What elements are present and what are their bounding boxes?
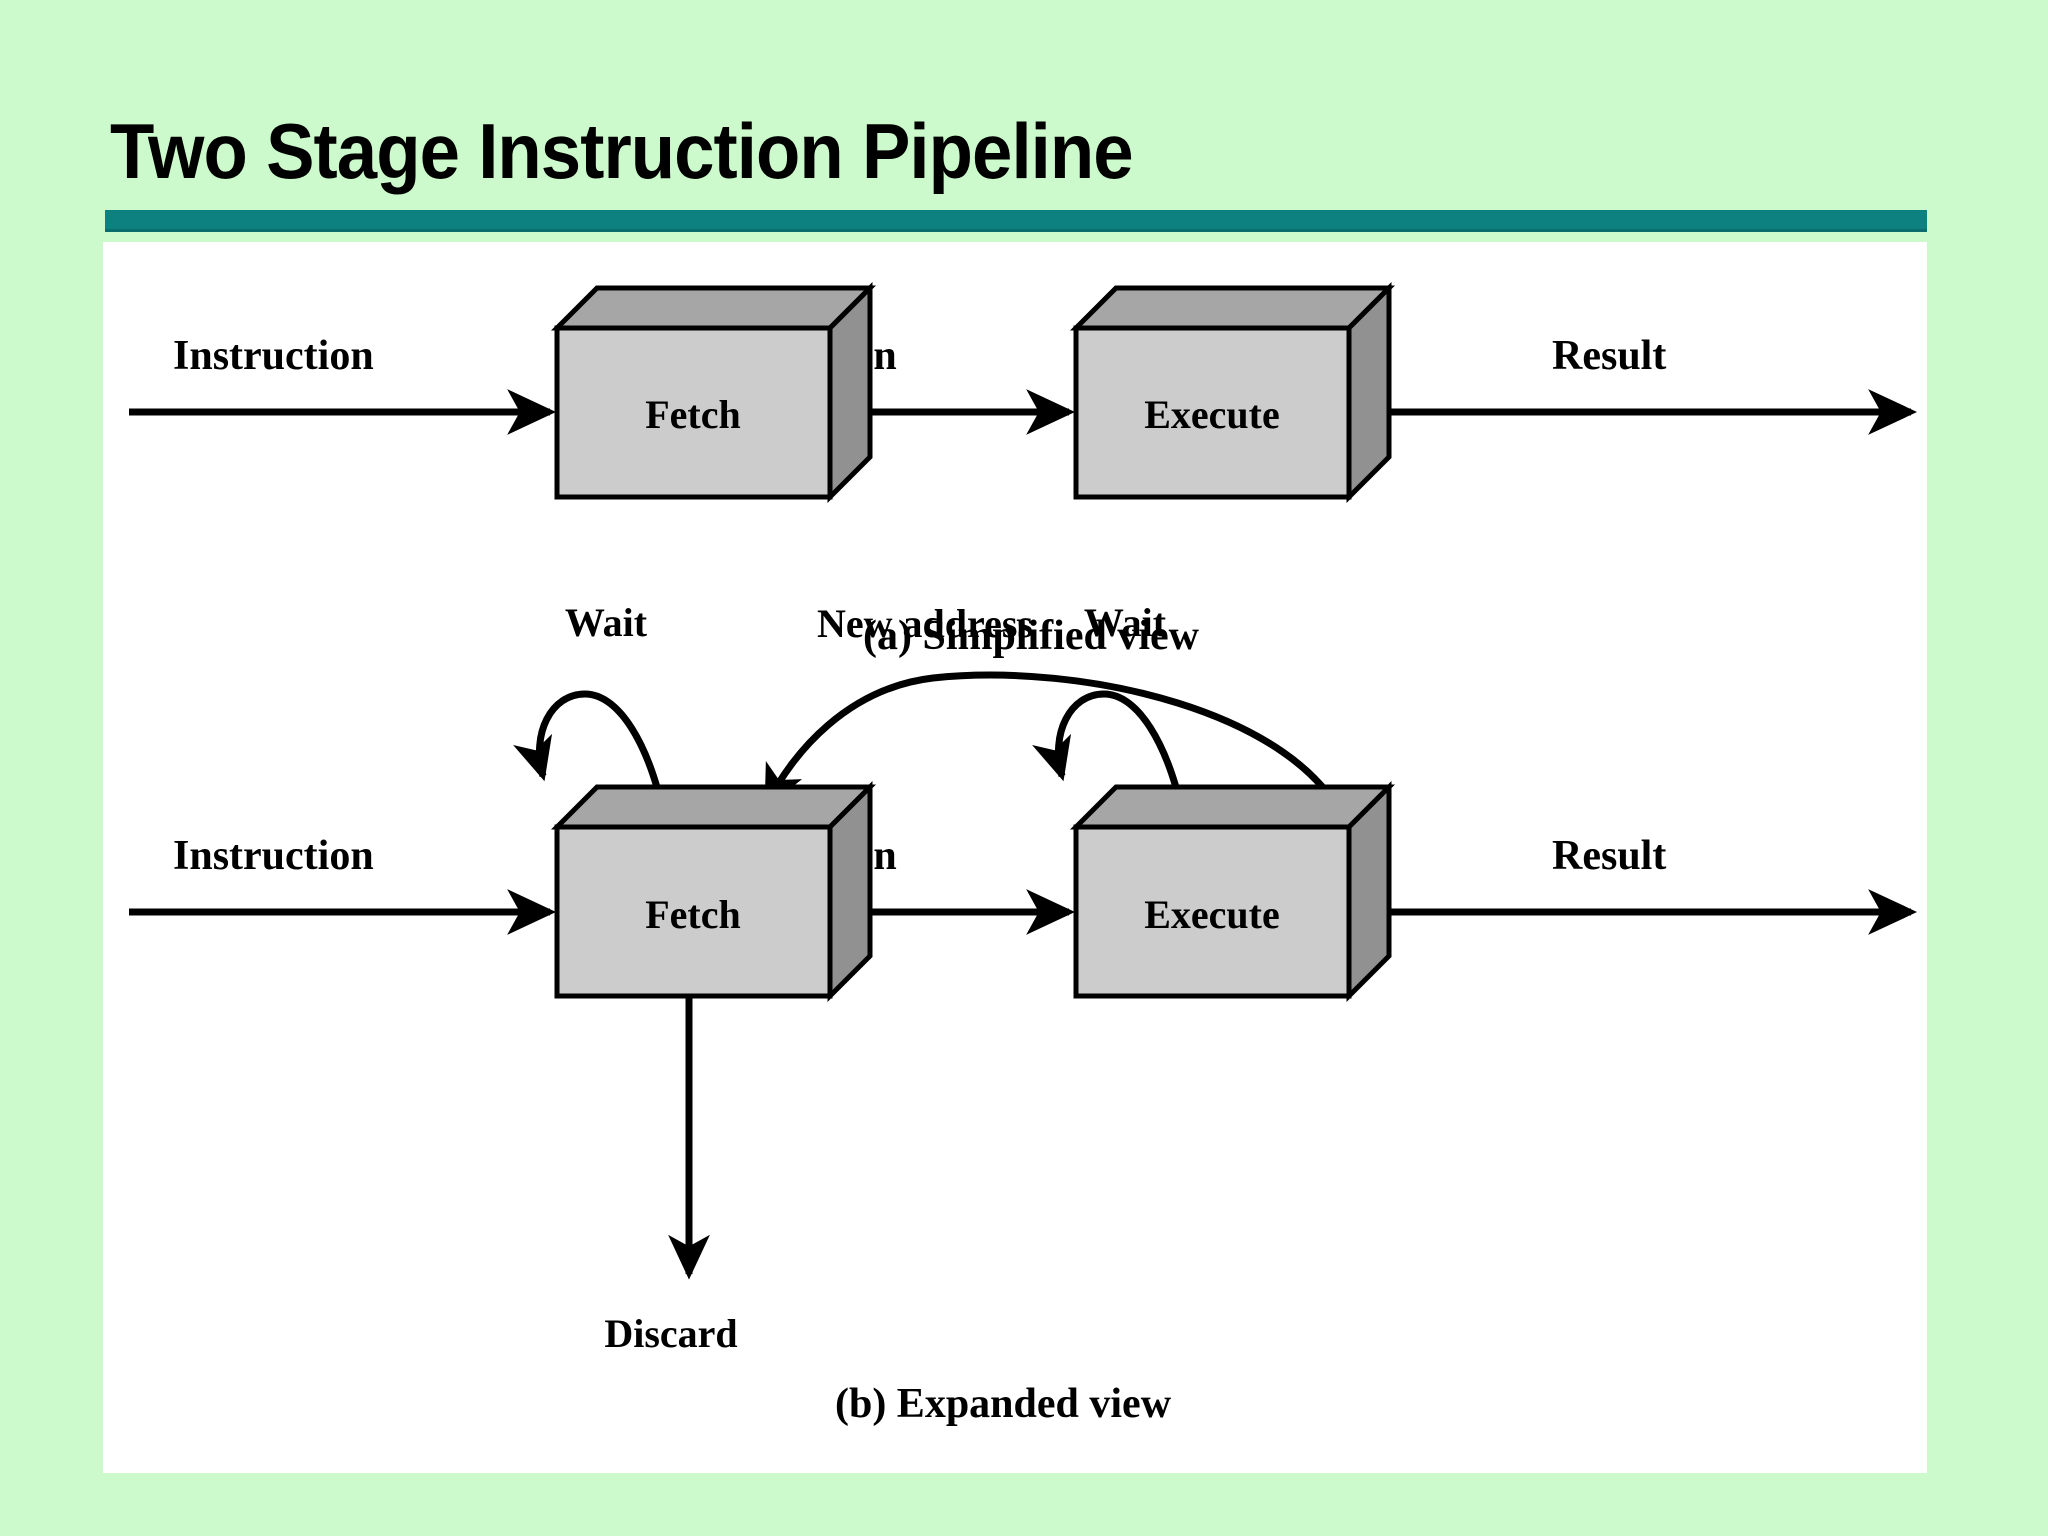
caption-simplified-view: (a) Simplified view xyxy=(863,613,1200,659)
self-loop-wait-execute xyxy=(1032,690,1188,821)
box-label-fetch-a: Fetch xyxy=(645,392,741,437)
pipeline-diagram: Instruction Instruction Result Fetch Exe… xyxy=(129,281,1918,1427)
loop-label-wait-execute: Wait xyxy=(1084,600,1167,645)
process-box-fetch-b: Fetch xyxy=(550,780,877,1003)
flow-label-result-b: Result xyxy=(1552,833,1666,879)
page-title: Two Stage Instruction Pipeline xyxy=(110,107,1134,195)
box-front-face xyxy=(1073,824,1352,999)
diagram-panel: Instruction Instruction Result Fetch Exe… xyxy=(103,242,1927,1473)
box-side-face xyxy=(827,780,873,1003)
process-box-fetch-a: Fetch xyxy=(550,281,877,504)
box-top-face xyxy=(550,285,877,331)
process-box-execute-a: Execute xyxy=(1069,281,1396,504)
box-top-face xyxy=(550,784,877,830)
loop-label-wait-fetch: Wait xyxy=(565,600,648,645)
box-front-face xyxy=(1073,325,1352,500)
box-top-face xyxy=(1069,784,1396,830)
feedback-label-new-address: New address xyxy=(817,601,1033,646)
box-side-face xyxy=(1346,281,1392,504)
box-label-fetch-b: Fetch xyxy=(645,892,741,937)
flow-label-result-a: Result xyxy=(1552,333,1666,379)
box-side-face xyxy=(1346,780,1392,1003)
box-top-face xyxy=(1069,285,1396,331)
box-label-execute-a: Execute xyxy=(1144,392,1280,437)
flow-label-instruction-b1: Instruction xyxy=(173,833,374,879)
box-front-face xyxy=(554,824,833,999)
flow-label-discard: Discard xyxy=(604,1311,737,1356)
feedback-arc-new-address xyxy=(763,671,1350,826)
process-box-execute-b: Execute xyxy=(1069,780,1396,1003)
box-label-execute-b: Execute xyxy=(1144,892,1280,937)
box-side-face xyxy=(827,281,873,504)
box-front-face xyxy=(554,325,833,500)
self-loop-wait-fetch xyxy=(513,690,669,821)
flow-label-instruction-a1: Instruction xyxy=(173,333,374,379)
title-underline-rule xyxy=(105,210,1927,232)
caption-expanded-view: (b) Expanded view xyxy=(835,1381,1172,1427)
